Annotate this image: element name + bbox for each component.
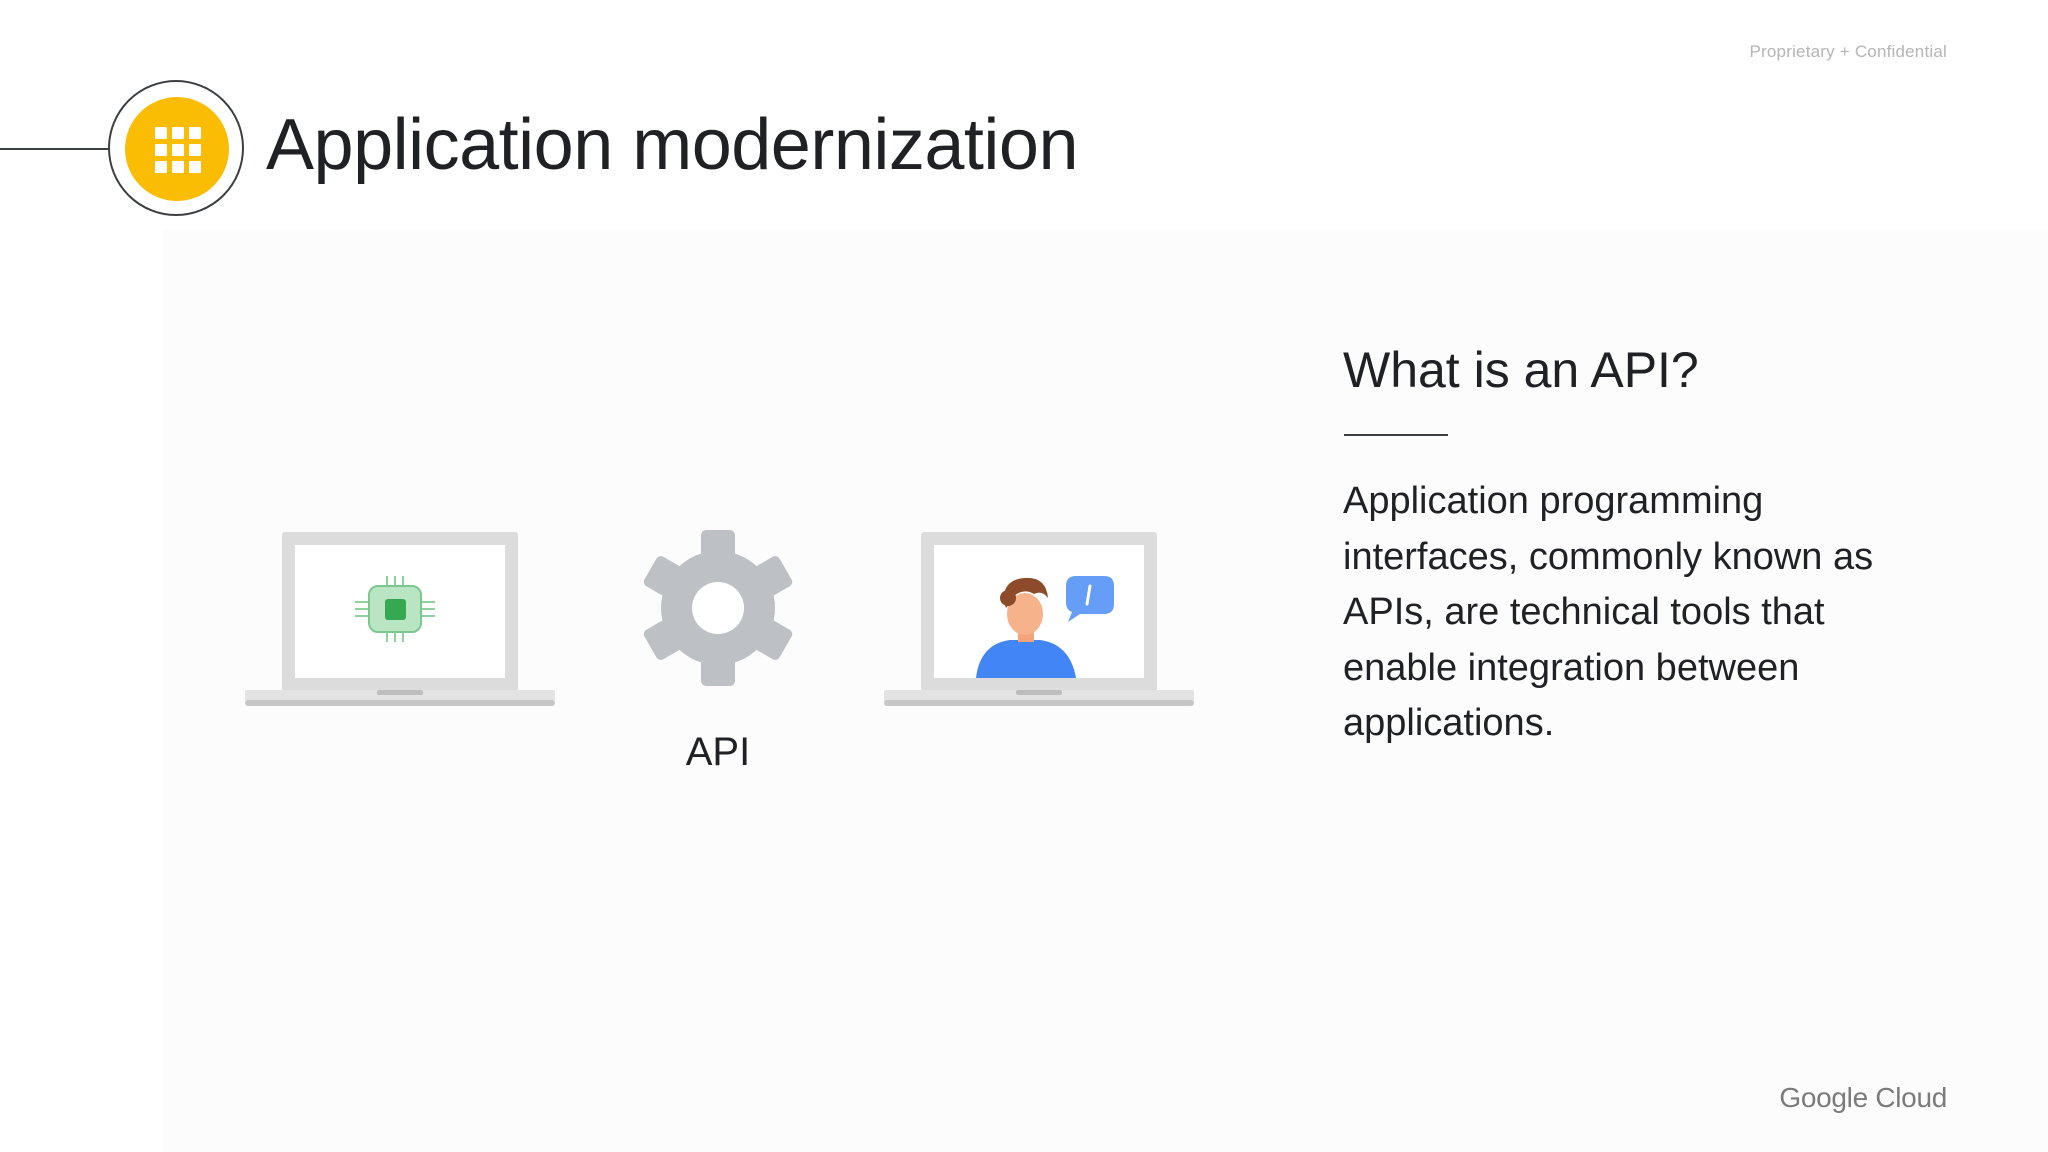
apps-grid-icon — [155, 127, 201, 173]
title-badge-ring — [108, 80, 244, 216]
section-body-text: Application programming interfaces, comm… — [1343, 480, 1874, 744]
header-connector-line — [0, 148, 110, 150]
user-avatar-icon — [976, 577, 1076, 678]
section-heading: What is an API? — [1343, 342, 1699, 398]
confidential-label: Proprietary + Confidential — [1749, 42, 1947, 61]
laptop-chip-icon — [245, 532, 555, 706]
api-label: API — [685, 730, 751, 774]
page-title: Application modernization — [266, 105, 1078, 185]
gear-icon — [643, 530, 793, 686]
laptop-user-chat-icon — [884, 532, 1194, 706]
section-divider — [1344, 434, 1448, 436]
chip-icon — [355, 576, 435, 642]
google-cloud-logo: Google Cloud — [1779, 1082, 1947, 1113]
chat-bubble-icon — [1066, 576, 1114, 622]
